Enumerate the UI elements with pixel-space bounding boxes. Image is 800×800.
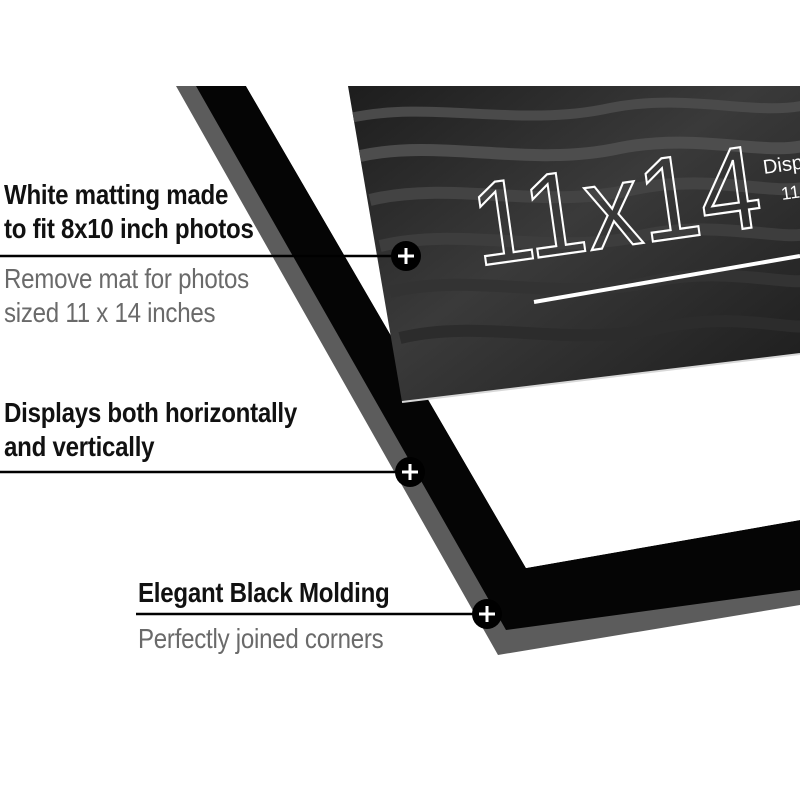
feature-title: Displays both horizontally and verticall… <box>4 397 297 462</box>
feature-callout-orientation: Displays both horizontally and verticall… <box>4 396 345 464</box>
plus-circle-icon <box>395 457 425 487</box>
feature-callout-matting-sub: Remove mat for photos sized 11 x 14 inch… <box>4 262 289 330</box>
feature-title: White matting made to fit 8x10 inch phot… <box>4 179 254 244</box>
plus-circle-icon <box>472 599 502 629</box>
photo-label-underline <box>533 254 800 304</box>
plus-circle-icon <box>391 241 421 271</box>
feature-callout-molding-sub: Perfectly joined corners <box>138 622 423 656</box>
photo-side-text-1: Displ <box>762 151 800 179</box>
sample-photo <box>348 86 800 402</box>
feature-callout-matting: White matting made to fit 8x10 inch phot… <box>4 178 294 246</box>
feature-subtitle: Remove mat for photos sized 11 x 14 inch… <box>4 263 249 328</box>
photo-side-text-2: 11 <box>780 182 800 204</box>
photo-edge <box>401 353 800 403</box>
feature-subtitle: Perfectly joined corners <box>138 623 384 654</box>
feature-title: Elegant Black Molding <box>138 577 390 608</box>
frame-molding <box>196 86 800 630</box>
feature-callout-molding: Elegant Black Molding <box>138 576 430 610</box>
